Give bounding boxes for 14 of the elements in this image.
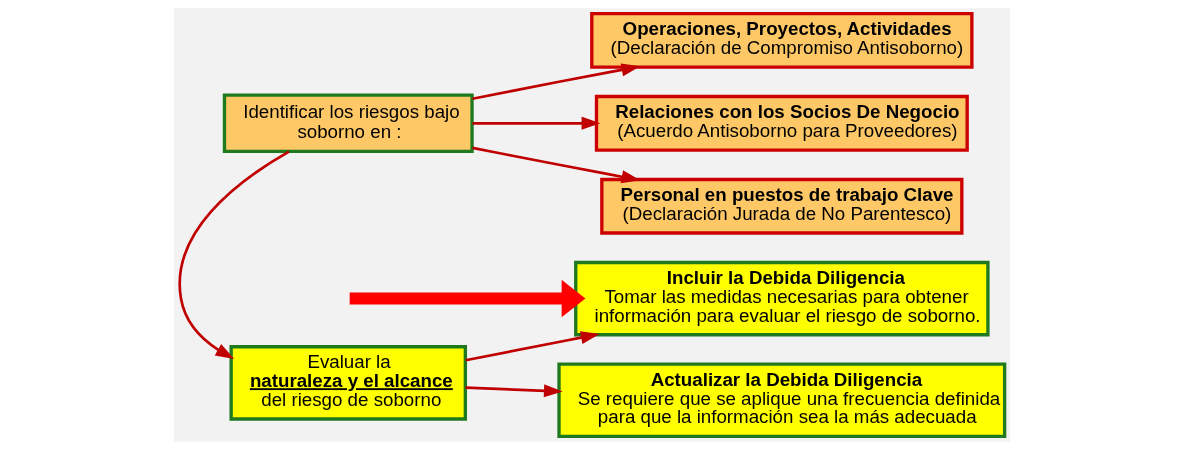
node-box: Identificar los riesgos bajo soborno en : (222, 93, 474, 154)
arrow (464, 331, 600, 362)
arrow (349, 279, 585, 318)
node-box: Relaciones con los Socios De Negocio (Acuerdo Antisoborno para Proveedores) (594, 94, 969, 152)
node-box: Evaluar la naturaleza y el alcance del riesgo de soborno (229, 345, 467, 421)
arrow (465, 384, 563, 398)
arrow (471, 146, 640, 184)
node-box: Operaciones, Proyectos, Actividades (Declaración de Compromiso Antisoborno) (589, 11, 974, 69)
arrow (471, 63, 640, 101)
arrow (178, 150, 290, 359)
node-box: Actualizar la Debida Diligencia Se requiere que se aplique una frecuencia definida para que la información sea la más adecuada (556, 362, 1006, 439)
node-box: Personal en puestos de trabajo Clave (Declaración Jurada de No Parentesco) (599, 177, 963, 235)
node-box: Incluir la Debida Diligencia Tomar las medidas necesarias para obtener información para evaluar el riesgo de soborno. (573, 260, 990, 337)
arrow (472, 116, 600, 130)
